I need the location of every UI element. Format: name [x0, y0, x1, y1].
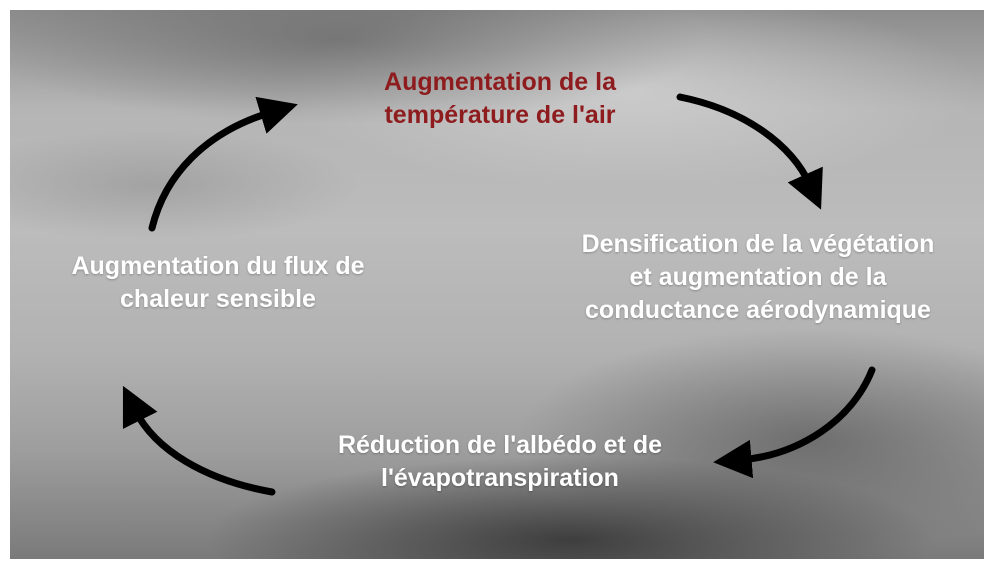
node-vegetation-densification: Densification de la végétation et augmen… [538, 228, 978, 327]
node-line: chaleur sensible [120, 285, 316, 313]
arrow-right-to-bottom [713, 366, 876, 479]
node-air-temperature: Augmentation de la température de l'air [320, 66, 680, 132]
cycle-arrows [122, 93, 876, 496]
diagram-canvas: Augmentation de la température de l'air … [10, 10, 984, 559]
arrow-top-to-right [676, 93, 823, 210]
node-line: Augmentation du flux de [71, 252, 365, 280]
node-line: et augmentation de la [629, 263, 887, 291]
arrow-left-to-top [148, 96, 298, 232]
node-line: Augmentation de la [384, 68, 616, 96]
node-line: Réduction de l'albédo et de [337, 431, 663, 459]
node-line: température de l'air [384, 101, 616, 129]
node-albedo-reduction: Réduction de l'albédo et de l'évapotrans… [265, 429, 735, 495]
node-line: Densification de la végétation [581, 230, 935, 258]
node-line: conductance aérodynamique [585, 296, 931, 324]
node-sensible-heat-flux: Augmentation du flux de chaleur sensible [18, 250, 418, 316]
arrow-bottom-to-left [122, 385, 276, 496]
node-line: l'évapotranspiration [381, 464, 619, 492]
